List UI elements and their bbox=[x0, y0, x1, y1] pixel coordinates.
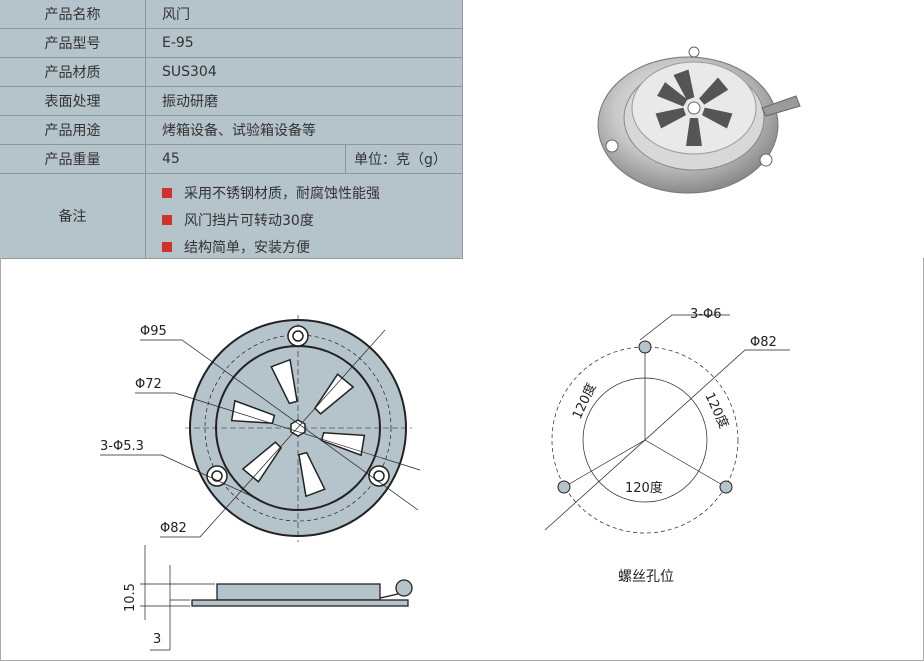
spec-unit: 单位：克（g） bbox=[345, 145, 462, 173]
spec-label: 产品用途 bbox=[0, 116, 146, 144]
spec-label: 产品重量 bbox=[0, 145, 146, 173]
side-view bbox=[140, 545, 413, 651]
bullet-icon bbox=[162, 241, 172, 252]
spec-row-model: 产品型号 E-95 bbox=[0, 29, 462, 58]
spec-row-material: 产品材质 SUS304 bbox=[0, 58, 462, 87]
dimension-d72: Φ72 bbox=[135, 377, 162, 392]
spec-row-usage: 产品用途烤箱设备、试验箱设备等 bbox=[0, 116, 462, 145]
spec-value: 烤箱设备、试验箱设备等 bbox=[162, 123, 316, 139]
note-text: 结构简单，安装方便 bbox=[184, 239, 310, 256]
note-text: 采用不锈钢材质，耐腐蚀性能强 bbox=[184, 185, 380, 202]
spec-value: 风门 bbox=[162, 7, 190, 23]
spec-label: 产品名称 bbox=[0, 0, 146, 28]
angle-label: 120度 bbox=[569, 381, 599, 422]
dimension-thickness: 3 bbox=[153, 632, 161, 647]
list-item: 采用不锈钢材质，耐腐蚀性能强 bbox=[162, 179, 380, 206]
dimension-holes-6: 3-Φ6 bbox=[690, 307, 721, 322]
spec-row-notes: 备注 采用不锈钢材质，耐腐蚀性能强 风门挡片可转动30度 结构简单，安装方便 bbox=[0, 173, 462, 258]
dimension-d82-holes: Φ82 bbox=[750, 335, 777, 350]
front-view bbox=[100, 315, 421, 542]
technical-drawing: Φ95 Φ72 3-Φ5.3 Φ82 10.5 3 3-Φ6 Φ82 120度 … bbox=[100, 307, 790, 651]
product-photo bbox=[597, 46, 801, 194]
bullet-icon bbox=[162, 214, 172, 225]
spec-value: E-95 bbox=[162, 35, 194, 51]
spec-row-finish: 表面处理振动研磨 bbox=[0, 87, 462, 116]
angle-label: 120度 bbox=[625, 480, 663, 496]
spec-value: 45 bbox=[162, 151, 180, 167]
hole-layout-caption: 螺丝孔位 bbox=[618, 569, 674, 585]
spec-row-name: 产品名称风门 bbox=[0, 0, 462, 29]
spec-row-weight: 产品重量 45 单位：克（g） bbox=[0, 145, 462, 174]
dimension-d95: Φ95 bbox=[140, 324, 167, 339]
spec-label: 产品型号 bbox=[0, 29, 146, 57]
hole-layout-view bbox=[544, 314, 790, 534]
spec-table: 产品名称风门 产品型号 E-95 产品材质 SUS304 表面处理振动研磨 产品用途… bbox=[0, 0, 463, 259]
dimension-d82: Φ82 bbox=[160, 521, 187, 536]
list-item: 结构简单，安装方便 bbox=[162, 233, 380, 260]
notes-list: 采用不锈钢材质，耐腐蚀性能强 风门挡片可转动30度 结构简单，安装方便 bbox=[146, 173, 380, 258]
spec-value: 振动研磨 bbox=[162, 94, 218, 110]
spec-label: 表面处理 bbox=[0, 87, 146, 115]
list-item: 风门挡片可转动30度 bbox=[162, 206, 380, 233]
dimension-height: 10.5 bbox=[123, 583, 138, 612]
bullet-icon bbox=[162, 187, 172, 198]
spec-label: 备注 bbox=[0, 173, 146, 258]
angle-label: 120度 bbox=[701, 390, 731, 431]
dimension-holes: 3-Φ5.3 bbox=[100, 439, 144, 454]
spec-label: 产品材质 bbox=[0, 58, 146, 86]
note-text: 风门挡片可转动30度 bbox=[184, 212, 314, 229]
spec-value: SUS304 bbox=[162, 64, 217, 80]
